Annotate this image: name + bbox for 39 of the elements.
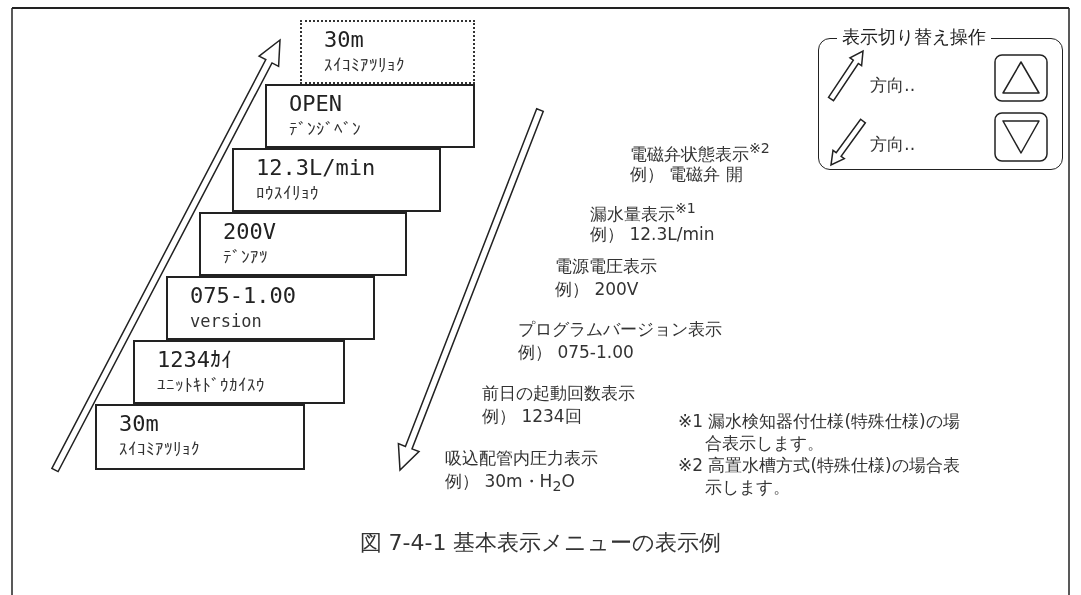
display-value: 1234ｶｲ xyxy=(157,346,233,373)
example-text: 例） 1234回 xyxy=(482,405,582,428)
example-text: 例） 200V xyxy=(555,278,639,301)
display-value: 30m xyxy=(119,410,160,437)
display-item-title: 前日の起動回数表示 xyxy=(482,382,635,405)
display-value: 200V xyxy=(223,218,277,245)
display-item-title: プログラムバージョン表示 xyxy=(518,318,722,341)
figure-caption: 図 7-4-1 基本表示メニューの表示例 xyxy=(358,529,723,557)
example-text: 例） 12.3L/min xyxy=(590,223,715,246)
display-item-title: 漏水量表示$^{※1}$ xyxy=(590,200,696,226)
panel-heading: 表示切り替え操作 xyxy=(837,25,991,49)
lcd-display-box xyxy=(199,212,407,276)
display-message: ｽｲｺﾐｱﾂﾘｮｸ xyxy=(324,54,406,77)
display-value: 30m xyxy=(324,26,365,53)
display-item-title: 電磁弁状態表示$^{※2}$ xyxy=(630,140,770,166)
display-item-title: 吸込配管内圧力表示 xyxy=(445,447,598,470)
lcd-display-box xyxy=(265,84,475,148)
lcd-display-box xyxy=(166,276,375,340)
example-text: 例） 30m・H$_{2}$O xyxy=(445,470,575,495)
example-text: 例） 電磁弁 開 xyxy=(630,163,743,186)
lcd-display-box xyxy=(300,20,475,84)
display-message: ﾃﾞﾝｱﾂ xyxy=(223,246,269,269)
direction-text: 方向‥ xyxy=(870,133,916,156)
display-value: 075-1.00 xyxy=(190,282,297,309)
footnote-text: ※2 高置水槽方式(特殊仕様)の場合表示します。 xyxy=(678,454,961,498)
display-message: ｽｲｺﾐｱﾂﾘｮｸ xyxy=(119,438,201,461)
display-message: ﾃﾞﾝｼﾞﾍﾞﾝ xyxy=(289,118,362,141)
display-item-title: 電源電圧表示 xyxy=(555,255,657,278)
lcd-display-box xyxy=(133,340,345,404)
display-message: version xyxy=(190,310,263,333)
lcd-display-box xyxy=(232,148,441,212)
example-text: 例） 075-1.00 xyxy=(518,341,634,364)
display-value: 12.3L/min xyxy=(256,154,377,181)
display-message: ﾛｳｽｲﾘｮｳ xyxy=(256,182,320,205)
display-message: ﾕﾆｯﾄｷﾄﾞｳｶｲｽｳ xyxy=(157,374,266,397)
display-value: OPEN xyxy=(289,90,343,117)
footnote-text: ※1 漏水検知器付仕様(特殊仕様)の場合表示します。 xyxy=(678,410,961,454)
direction-text: 方向‥ xyxy=(870,74,916,97)
lcd-display-box xyxy=(95,404,305,470)
